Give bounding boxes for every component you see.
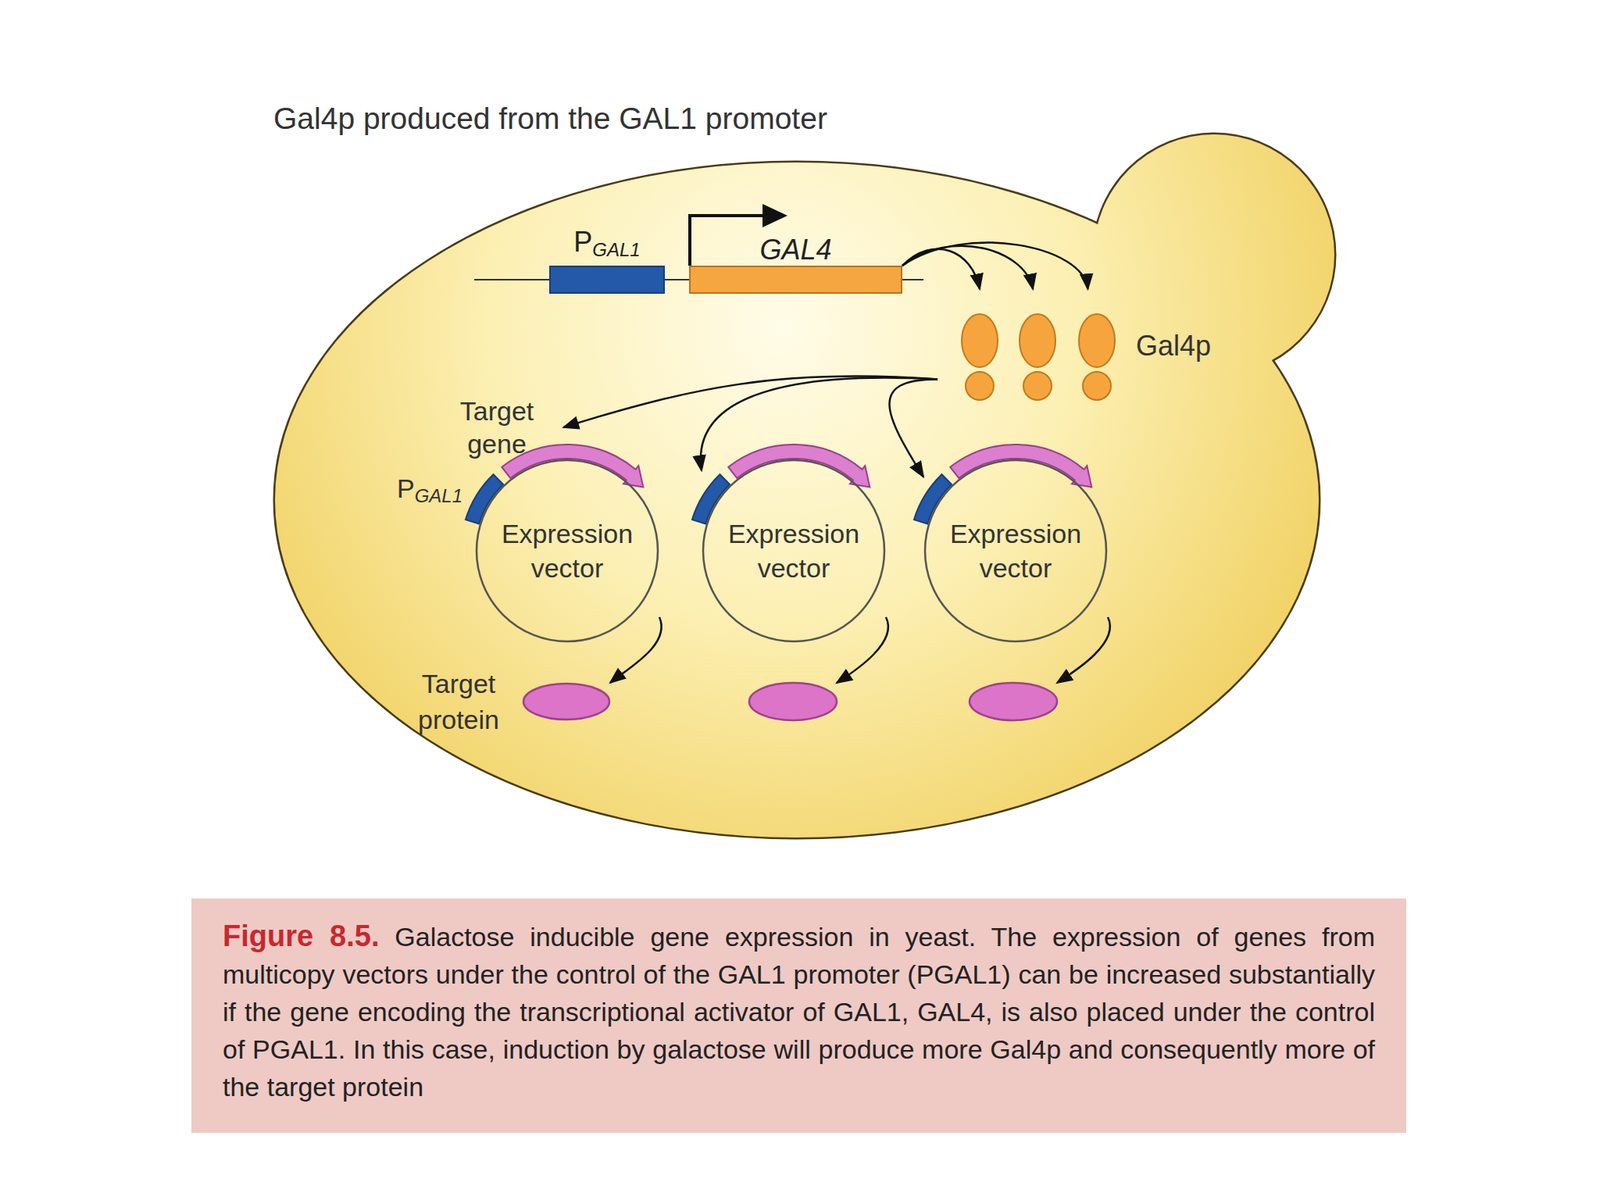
arrow-connector <box>902 246 1033 290</box>
protein-label: Gal4p <box>1135 329 1211 363</box>
target-protein-shape <box>523 683 610 720</box>
protein-group: Gal4p <box>937 289 1227 407</box>
arrow-connector <box>563 375 938 428</box>
transcription-start-arrow <box>689 215 765 266</box>
gal4p-protein <box>1019 314 1056 368</box>
target-protein-shape <box>969 682 1058 721</box>
gal4p-protein-lobe <box>1082 371 1111 400</box>
expression-vector: Expression vector <box>475 427 660 643</box>
gene-box: GAL4 <box>689 265 903 294</box>
gal4p-protein <box>1078 314 1115 368</box>
gal4p-protein-lobe <box>965 371 994 400</box>
expression-vector: Expression vector <box>701 427 886 643</box>
yeast-bud-outline <box>1093 134 1335 375</box>
figure-number: Figure 8.5. <box>222 919 379 953</box>
plasmid-ring <box>925 460 1107 642</box>
gal4p-protein <box>961 314 998 368</box>
element-label: GAL4 <box>759 232 832 268</box>
plasmid-ring <box>476 460 658 642</box>
figure-title: Gal4p produced from the GAL1 promoter <box>273 101 828 136</box>
arrow-connector <box>902 249 980 290</box>
caption-box: Figure 8.5. Galactose inducible gene exp… <box>191 898 1407 1133</box>
target-protein-shape <box>749 682 837 721</box>
vector-text-area: Expression vector <box>701 458 886 643</box>
vector-label: Expression vector <box>719 516 868 586</box>
protein-ellipse <box>522 682 611 721</box>
vector-text-area: Expression vector <box>475 458 660 643</box>
arrow-connector <box>902 242 1088 290</box>
figure-caption: Figure 8.5. Galactose inducible gene exp… <box>222 917 1375 1106</box>
arrow-connector <box>700 378 938 472</box>
element-label: PGAL1 <box>573 225 640 268</box>
plasmid-ring <box>703 460 885 642</box>
protein-label: Target protein <box>403 665 514 738</box>
target-gene-segment <box>950 444 1092 487</box>
vector-label: Expression vector <box>492 516 642 586</box>
expression-vector: Expression vector <box>923 427 1108 643</box>
target-gene-segment <box>728 444 870 487</box>
promoter-box: PGAL1 <box>549 265 665 294</box>
gene-label: Target gene <box>442 394 552 461</box>
yeast-cell-outline <box>275 162 1319 838</box>
target-protein: Target protein <box>522 682 611 721</box>
yeast-cell <box>275 162 1319 838</box>
yeast-bud <box>1093 134 1335 375</box>
arrow-connector <box>889 379 938 478</box>
vector-text-area: Expression vector <box>923 458 1108 643</box>
promoter-label: PGAL1 <box>382 471 477 513</box>
vector-label: Expression vector <box>941 516 1090 586</box>
transcription-arrowhead <box>762 203 788 228</box>
gal4p-protein-lobe <box>1023 371 1052 400</box>
